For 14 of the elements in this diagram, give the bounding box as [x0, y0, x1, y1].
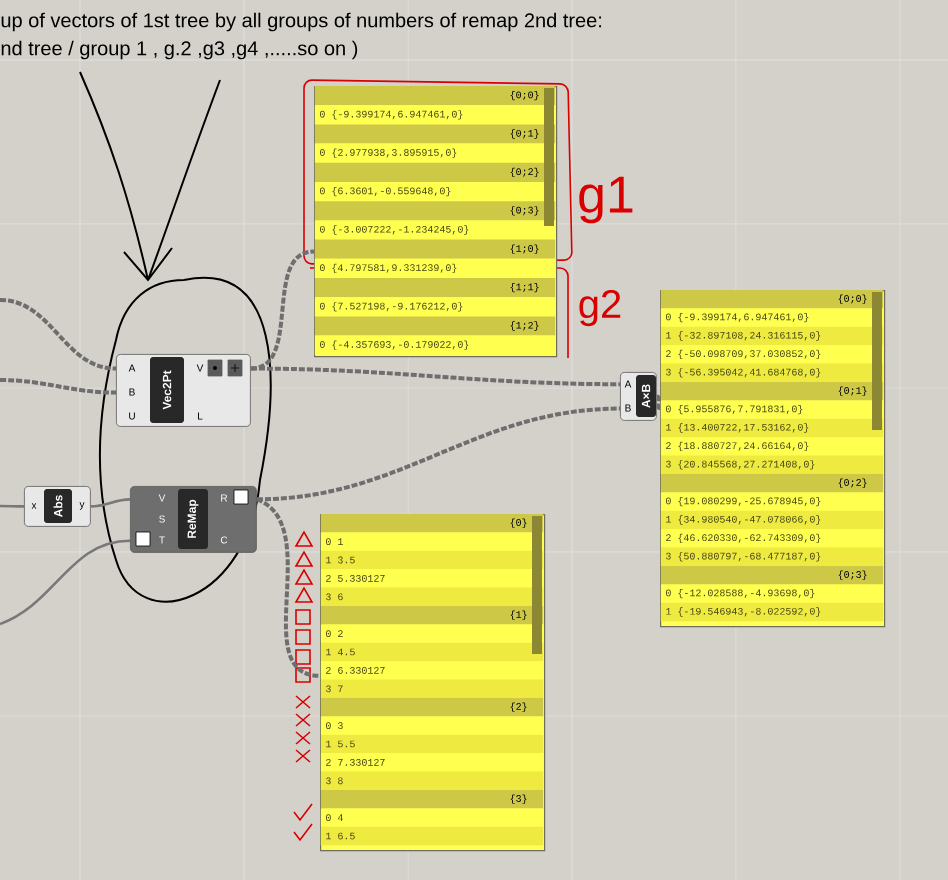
wire [255, 497, 321, 678]
wire [0, 504, 24, 508]
wire [0, 378, 117, 395]
wire [256, 406, 621, 502]
wire [90, 498, 131, 508]
note-text: up of vectors of 1st tree by all groups of numbers of remap 2nd tree: [1, 12, 602, 32]
wire [655, 394, 662, 410]
wire [250, 366, 621, 387]
group-label: g2 [579, 289, 621, 327]
wire [250, 249, 315, 371]
wire [0, 298, 117, 371]
note-text: nd tree / group 1 , g.2 ,g3 ,g4 ,.....so on ) [1, 40, 358, 60]
wire [0, 539, 131, 626]
group-label: g1 [579, 176, 633, 224]
